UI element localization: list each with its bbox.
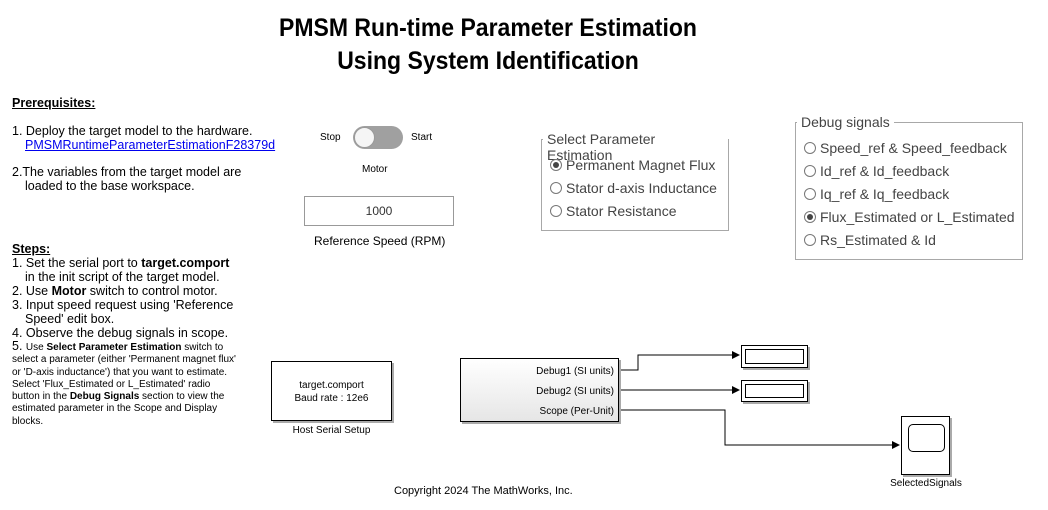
- motor-label: Motor: [362, 164, 388, 175]
- radio-label: Rs_Estimated & Id: [820, 232, 936, 248]
- radio-button-icon: [550, 159, 562, 171]
- scope-block[interactable]: [901, 416, 950, 475]
- motor-stop-label: Stop: [320, 132, 341, 143]
- scope-screen-icon: [908, 424, 945, 452]
- debug-signal-option[interactable]: Id_ref & Id_feedback: [804, 163, 1015, 179]
- radio-button-icon: [550, 182, 562, 194]
- parameter-option[interactable]: Permanent Magnet Flux: [550, 157, 717, 173]
- radio-button-icon: [804, 188, 816, 200]
- debug-signal-option[interactable]: Rs_Estimated & Id: [804, 232, 1015, 248]
- scope-caption: SelectedSignals: [890, 478, 962, 489]
- port-debug1: Debug1 (SI units): [536, 366, 614, 377]
- radio-button-icon: [804, 211, 816, 223]
- wire-scope: [619, 409, 900, 449]
- radio-label: Id_ref & Id_feedback: [820, 163, 950, 179]
- motor-start-label: Start: [411, 132, 433, 143]
- port-debug2: Debug2 (SI units): [536, 386, 614, 397]
- parameter-option[interactable]: Stator d-axis Inductance: [550, 180, 717, 196]
- prerequisites-section: Prerequisites: 1. Deploy the target mode…: [12, 96, 276, 193]
- radio-button-icon: [804, 234, 816, 246]
- motor-toggle-switch[interactable]: [353, 126, 403, 149]
- radio-label: Speed_ref & Speed_feedback: [820, 140, 1007, 156]
- toggle-knob: [354, 127, 375, 148]
- debug-signals-group: Debug signals Speed_ref & Speed_feedback…: [795, 114, 1023, 260]
- target-subsystem-block[interactable]: Debug1 (SI units) Debug2 (SI units) Scop…: [460, 358, 619, 422]
- target-model-link[interactable]: PMSMRuntimeParameterEstimationF28379d: [25, 138, 276, 152]
- radio-label: Flux_Estimated or L_Estimated: [820, 209, 1015, 225]
- debug-signal-option[interactable]: Flux_Estimated or L_Estimated: [804, 209, 1015, 225]
- host-serial-setup-caption: Host Serial Setup: [292, 425, 371, 436]
- wire-debug1: [619, 351, 740, 371]
- radio-label: Stator Resistance: [566, 203, 677, 219]
- page-title: PMSM Run-time Parameter Estimation Using…: [279, 14, 697, 75]
- debug1-display-block[interactable]: [741, 345, 808, 368]
- port-scope: Scope (Per-Unit): [539, 406, 614, 417]
- radio-button-icon: [804, 142, 816, 154]
- debug-signal-option[interactable]: Iq_ref & Iq_feedback: [804, 186, 1015, 202]
- radio-button-icon: [550, 205, 562, 217]
- parameter-option[interactable]: Stator Resistance: [550, 203, 717, 219]
- radio-label: Iq_ref & Iq_feedback: [820, 186, 950, 202]
- parameter-estimation-group: Select Parameter Estimation Permanent Ma…: [541, 131, 729, 231]
- reference-speed-input[interactable]: 1000: [304, 196, 454, 226]
- copyright: Copyright 2024 The MathWorks, Inc.: [394, 485, 573, 497]
- debug2-display-block[interactable]: [741, 380, 808, 402]
- radio-label: Permanent Magnet Flux: [566, 157, 716, 173]
- radio-button-icon: [804, 165, 816, 177]
- reference-speed-label: Reference Speed (RPM): [314, 234, 446, 248]
- debug-signal-option[interactable]: Speed_ref & Speed_feedback: [804, 140, 1015, 156]
- steps-section: Steps: 1. Set the serial port to target.…: [12, 242, 236, 427]
- radio-label: Stator d-axis Inductance: [566, 180, 717, 196]
